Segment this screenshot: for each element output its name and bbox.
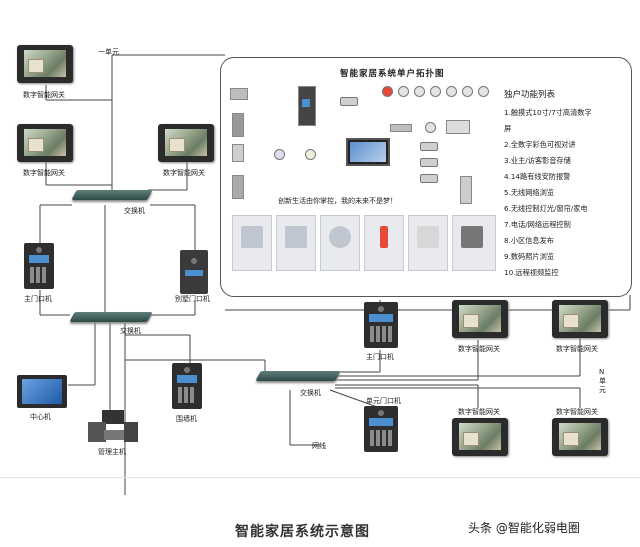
unit-1-label: 一单元	[98, 48, 119, 56]
product-tile	[364, 215, 404, 271]
villa-door-label: 别墅门口机	[175, 295, 210, 303]
network-cable-label: 网线	[312, 442, 326, 450]
door-phone-device	[298, 86, 316, 126]
feature-item: 5.无线网络浏览	[504, 188, 554, 197]
gateway-monitor[interactable]	[552, 418, 608, 456]
management-host[interactable]	[88, 410, 140, 444]
wall-station-label: 围墙机	[176, 415, 197, 423]
sensor-icon	[425, 122, 436, 133]
network-switch[interactable]	[255, 371, 341, 381]
camera-icon	[420, 174, 438, 183]
home-display	[346, 138, 390, 166]
management-host-label: 管理主机	[98, 448, 126, 456]
main-door-station[interactable]	[364, 302, 398, 348]
lamp-icon	[398, 86, 409, 97]
lamp-icon	[478, 86, 489, 97]
villa-door-station[interactable]	[180, 250, 208, 294]
product-tile	[408, 215, 448, 271]
camera-icon	[420, 158, 438, 167]
lamp-icon	[446, 86, 457, 97]
center-label: 中心机	[30, 413, 51, 421]
main-door-label: 主门口机	[24, 295, 52, 303]
gateway-label: 数字智能网关	[556, 408, 598, 416]
controller-device	[390, 124, 412, 132]
lamp-icon	[462, 86, 473, 97]
feature-item: 1.触摸式10寸/7寸高清数字	[504, 108, 592, 117]
feature-item: 2.全数字彩色可视对讲	[504, 140, 576, 149]
server-device	[460, 176, 472, 204]
features-title: 独户功能列表	[504, 90, 556, 100]
feature-item: 3.业主/访客影音存储	[504, 156, 571, 165]
gateway-label: 数字智能网关	[163, 169, 205, 177]
unit-door-station[interactable]	[364, 406, 398, 452]
gateway-monitor[interactable]	[452, 418, 508, 456]
gateway-monitor[interactable]	[17, 124, 73, 162]
feature-item: 屏	[504, 124, 512, 133]
lamp-icon	[430, 86, 441, 97]
feature-item: 8.小区信息发布	[504, 236, 554, 245]
center-console[interactable]	[17, 375, 67, 408]
lamp-icon	[414, 86, 425, 97]
switch-label: 交换机	[120, 327, 141, 335]
feature-item: 6.无线控制灯光/窗帘/家电	[504, 204, 588, 213]
gateway-monitor[interactable]	[158, 124, 214, 162]
display-stand	[350, 160, 354, 164]
network-switch[interactable]	[71, 190, 153, 200]
gateway-label: 数字智能网关	[458, 345, 500, 353]
feature-item: 10.远程视频监控	[504, 268, 559, 277]
lamp-icon	[382, 86, 393, 97]
router-device	[230, 88, 248, 100]
feature-item: 7.电话/网络远程控制	[504, 220, 571, 229]
diagram-caption: 智能家居系统示意图	[235, 524, 370, 540]
sensor-group	[446, 120, 470, 134]
gateway-label: 数字智能网关	[23, 169, 65, 177]
gateway-label: 数字智能网关	[556, 345, 598, 353]
product-tile	[276, 215, 316, 271]
watermark: 头条 @智能化弱电圈	[468, 521, 580, 535]
switch-label: 交换机	[124, 207, 145, 215]
phone-device	[232, 113, 244, 137]
camera-icon	[420, 142, 438, 151]
divider	[0, 477, 640, 478]
panel-slogan: 创新生活由你掌控，我的未来不是梦！	[278, 197, 397, 205]
main-door-label: 主门口机	[366, 353, 394, 361]
node-icon	[274, 149, 285, 160]
gateway-monitor[interactable]	[17, 45, 73, 83]
product-tile	[232, 215, 272, 271]
panel-title: 智能家居系统单户拓扑图	[340, 69, 445, 79]
gateway-label: 数字智能网关	[23, 91, 65, 99]
product-tile	[320, 215, 360, 271]
gateway-monitor[interactable]	[452, 300, 508, 338]
camera-icon	[340, 97, 358, 106]
unit-door-label: 单元门口机	[366, 397, 401, 405]
switch-label: 交换机	[300, 389, 321, 397]
gateway-label: 数字智能网关	[458, 408, 500, 416]
node-icon	[305, 149, 316, 160]
gateway-monitor[interactable]	[552, 300, 608, 338]
pad-device	[232, 144, 244, 162]
alarm-panel-device	[232, 175, 244, 199]
feature-item: 4.14路有线安防报警	[504, 172, 571, 181]
feature-item: 9.数码照片浏览	[504, 252, 554, 261]
network-switch[interactable]	[69, 312, 153, 322]
main-door-station[interactable]	[24, 243, 54, 289]
wall-station[interactable]	[172, 363, 202, 409]
product-tile	[452, 215, 496, 271]
n-unit-label: N单元	[599, 368, 606, 394]
